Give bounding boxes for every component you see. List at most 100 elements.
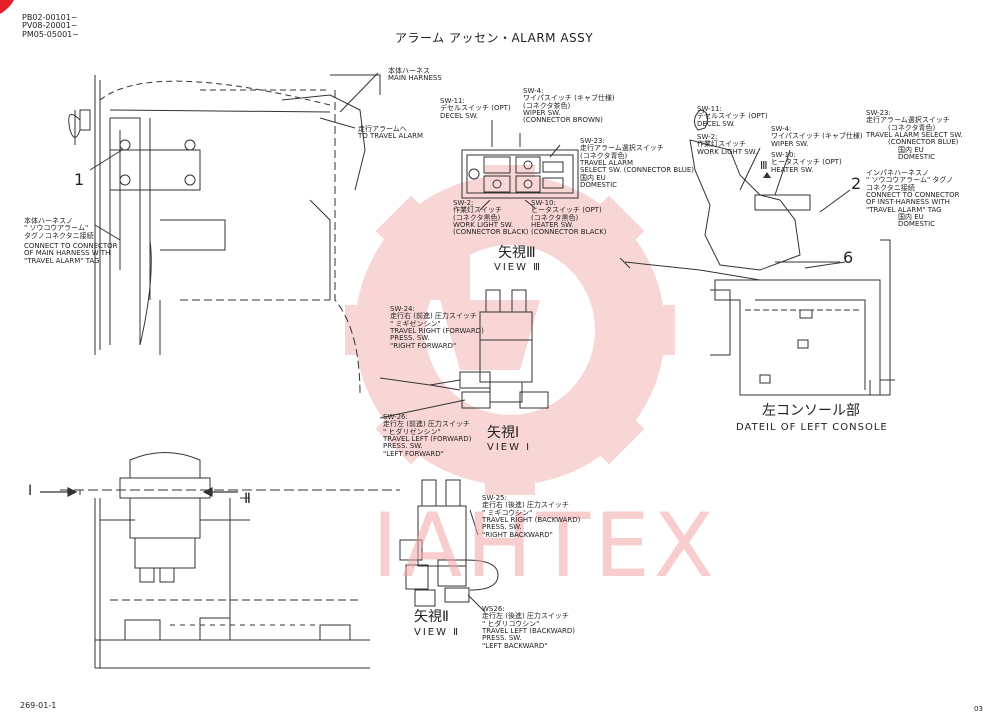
label-line: (CONNECTOR BLACK) bbox=[531, 228, 607, 237]
label-line: " ヒダリゼンシン" bbox=[383, 427, 441, 436]
label-line: 本体ハーネス bbox=[388, 67, 430, 75]
right-console-drawing bbox=[619, 109, 895, 396]
label-line: SW-23: bbox=[580, 137, 605, 145]
label-line: SW-23: bbox=[866, 109, 891, 117]
label-line: TO TRAVEL ALARM bbox=[358, 132, 424, 141]
label-line: "TRAVEL ALARM" TAG bbox=[24, 256, 100, 265]
right-sw23-label: SW-23: 走行アラーム選択スイッチ (コネクタ青色) TRAVEL ALAR… bbox=[866, 109, 963, 162]
inst-harness-label: インパネハーネスノ " ソウコウアラーム" タグノ コネクタニ接続 CONNEC… bbox=[866, 169, 960, 229]
view1-subtitle: VIEW Ⅰ bbox=[487, 442, 532, 453]
label-line: TRAVEL LEFT (FORWARD) bbox=[383, 435, 472, 444]
label-line: " ソウコウアラーム" タグノ bbox=[866, 176, 954, 185]
view3-sw10-label: SW-10: ヒータスイッチ (OPT) (コネクタ黒色) HEATER SW.… bbox=[531, 199, 607, 237]
right-sw11-label: SW-11: デセルスイッチ (OPT) DECEL SW. bbox=[697, 105, 768, 128]
label-line: " ソウコウアラーム" bbox=[24, 224, 89, 233]
serial-codes: PB02-00101~ PV08-20001~ PM05-05001~ bbox=[22, 13, 79, 39]
label-line: (CONNECTOR BROWN) bbox=[523, 116, 603, 125]
view2-valve-drawing bbox=[399, 479, 499, 613]
view3-subtitle: VIEW Ⅲ bbox=[494, 262, 543, 273]
to-travel-alarm-label: 走行アラームへ TO TRAVEL ALARM bbox=[358, 125, 424, 141]
label-line: CONNECT TO CONNECTOR bbox=[866, 191, 960, 200]
serial-code: PV08-20001~ bbox=[22, 21, 78, 31]
right-sw2-label: SW-2: 作業灯スイッチ WORK LIGHT SW. bbox=[697, 133, 757, 156]
label-line: TRAVEL ALARM bbox=[580, 159, 634, 168]
label-line: PRESS. SW. bbox=[390, 334, 430, 343]
view1-valve-drawing bbox=[379, 289, 549, 419]
serial-code: PB02-00101~ bbox=[22, 13, 78, 22]
label-line: SW-11: bbox=[697, 105, 722, 113]
view3-title: 矢視Ⅲ bbox=[498, 245, 536, 261]
label-line: "LEFT BACKWARD" bbox=[482, 641, 548, 650]
label-line: WIPER SW. bbox=[523, 109, 561, 118]
watermark-text: IAHTEX bbox=[372, 494, 718, 597]
view-arrows bbox=[40, 487, 238, 497]
label-line: (コネクタ黒色) bbox=[531, 213, 579, 222]
label-line: 作業灯スイッチ bbox=[453, 206, 502, 215]
label-line: TRAVEL RIGHT (BACKWARD) bbox=[482, 516, 581, 525]
view3-sw23-label: SW-23: 走行アラーム選択スイッチ (コネクタ青色) TRAVEL ALAR… bbox=[580, 137, 695, 190]
view3-sw11-label: SW-11: デセルスイッチ (OPT) DECEL SW. bbox=[440, 97, 511, 120]
label-line: MAIN HARNESS bbox=[388, 74, 442, 83]
label-line: 走行左 (後進) 圧力スイッチ bbox=[482, 612, 569, 621]
label-line: 作業灯スイッチ bbox=[697, 140, 746, 149]
page-title: アラーム アッセン・ALARM ASSY bbox=[395, 31, 594, 45]
label-line: SW-2: bbox=[697, 133, 718, 141]
label-line: TRAVEL RIGHT (FORWARD) bbox=[390, 327, 484, 336]
label-line: TRAVEL LEFT (BACKWARD) bbox=[482, 627, 575, 636]
view2-subtitle: VIEW Ⅱ bbox=[414, 627, 461, 638]
sw24-label: SW-24: 走行右 (前進) 圧力スイッチ " ミギゼンシン" TRAVEL … bbox=[390, 305, 484, 350]
left-console-drawing bbox=[68, 72, 381, 396]
sw26-label: SW-26: 走行左 (前進) 圧力スイッチ " ヒダリゼンシン" TRAVEL… bbox=[383, 413, 472, 458]
item-number-1: 1 bbox=[74, 170, 85, 189]
label-line: SELECT SW. (CONNECTOR BLUE) bbox=[580, 166, 695, 175]
label-line: " ヒダリコウシン" bbox=[482, 619, 540, 628]
label-line: OF INST-HARNESS WITH bbox=[866, 198, 950, 207]
label-line: ヒータスイッチ (OPT) bbox=[531, 206, 602, 215]
bottom-left-section-drawing bbox=[60, 452, 400, 669]
label-line: "RIGHT FORWARD" bbox=[390, 341, 457, 350]
arrow-label-ii: Ⅱ bbox=[244, 491, 251, 507]
label-line: DOMESTIC bbox=[898, 153, 936, 162]
view3-sw2-label: SW-2: 作業灯スイッチ (コネクタ黒色) WORK LIGHT SW. (C… bbox=[453, 199, 529, 237]
label-line: ワイパスイッチ (キャブ仕様) bbox=[523, 94, 615, 103]
label-line: 走行アラームへ bbox=[358, 125, 407, 133]
label-line: DECEL SW. bbox=[440, 111, 479, 120]
right-sw4-label: SW-4: ワイパスイッチ (キャブ仕様) WIPER SW. bbox=[771, 125, 863, 148]
arrow-label-i: Ⅰ bbox=[28, 483, 33, 499]
label-line: 本体ハーネスノ bbox=[24, 217, 73, 225]
label-line: インパネハーネスノ bbox=[866, 169, 929, 177]
connect-main-harness-label: 本体ハーネスノ " ソウコウアラーム" タグノコネクタニ接続 CONNECT T… bbox=[24, 217, 118, 265]
label-line: WS26: bbox=[482, 605, 505, 613]
label-line: 走行アラーム選択スイッチ bbox=[866, 116, 950, 125]
label-line: PRESS. SW. bbox=[383, 442, 423, 451]
label-line: HEATER SW. bbox=[531, 221, 574, 230]
label-line: (コネクタ青色) bbox=[580, 151, 628, 160]
view1-title: 矢視Ⅰ bbox=[487, 425, 520, 441]
label-line: 走行右 (前進) 圧力スイッチ bbox=[390, 312, 477, 321]
label-line: コネクタニ接続 bbox=[866, 183, 915, 192]
serial-code: PM05-05001~ bbox=[22, 29, 79, 39]
left-console-subtitle: DATEIL OF LEFT CONSOLE bbox=[736, 422, 888, 433]
label-line: " ミギコウシン" bbox=[482, 508, 533, 517]
label-line: ワイパスイッチ (キャブ仕様) bbox=[771, 132, 863, 141]
sw25-label: SW-25: 走行右 (後進) 圧力スイッチ " ミギコウシン" TRAVEL … bbox=[482, 494, 581, 539]
item-number-6: 6 bbox=[843, 248, 854, 267]
left-console-title: 左コンソール部 bbox=[762, 403, 860, 419]
ws26-label: WS26: 走行左 (後進) 圧力スイッチ " ヒダリコウシン" TRAVEL … bbox=[482, 605, 575, 650]
label-line: SW-10: bbox=[771, 151, 796, 159]
label-line: TRAVEL ALARM SELECT SW. bbox=[866, 131, 963, 140]
label-line: SW-25: bbox=[482, 494, 507, 502]
label-line: " ミギゼンシン" bbox=[390, 319, 441, 328]
label-line: "LEFT FORWARD" bbox=[383, 449, 444, 458]
corner-mark bbox=[0, 0, 14, 14]
label-line: DOMESTIC bbox=[898, 220, 936, 229]
label-line: PRESS. SW. bbox=[482, 634, 522, 643]
view3-arrow-head bbox=[763, 172, 771, 178]
page-reference: 269-01-1 bbox=[20, 701, 57, 710]
label-line: "RIGHT BACKWARD" bbox=[482, 530, 553, 539]
label-line: CONNECT TO CONNECTOR bbox=[24, 242, 118, 251]
label-line: DOMESTIC bbox=[580, 181, 618, 190]
label-line: DECEL SW. bbox=[697, 119, 736, 128]
